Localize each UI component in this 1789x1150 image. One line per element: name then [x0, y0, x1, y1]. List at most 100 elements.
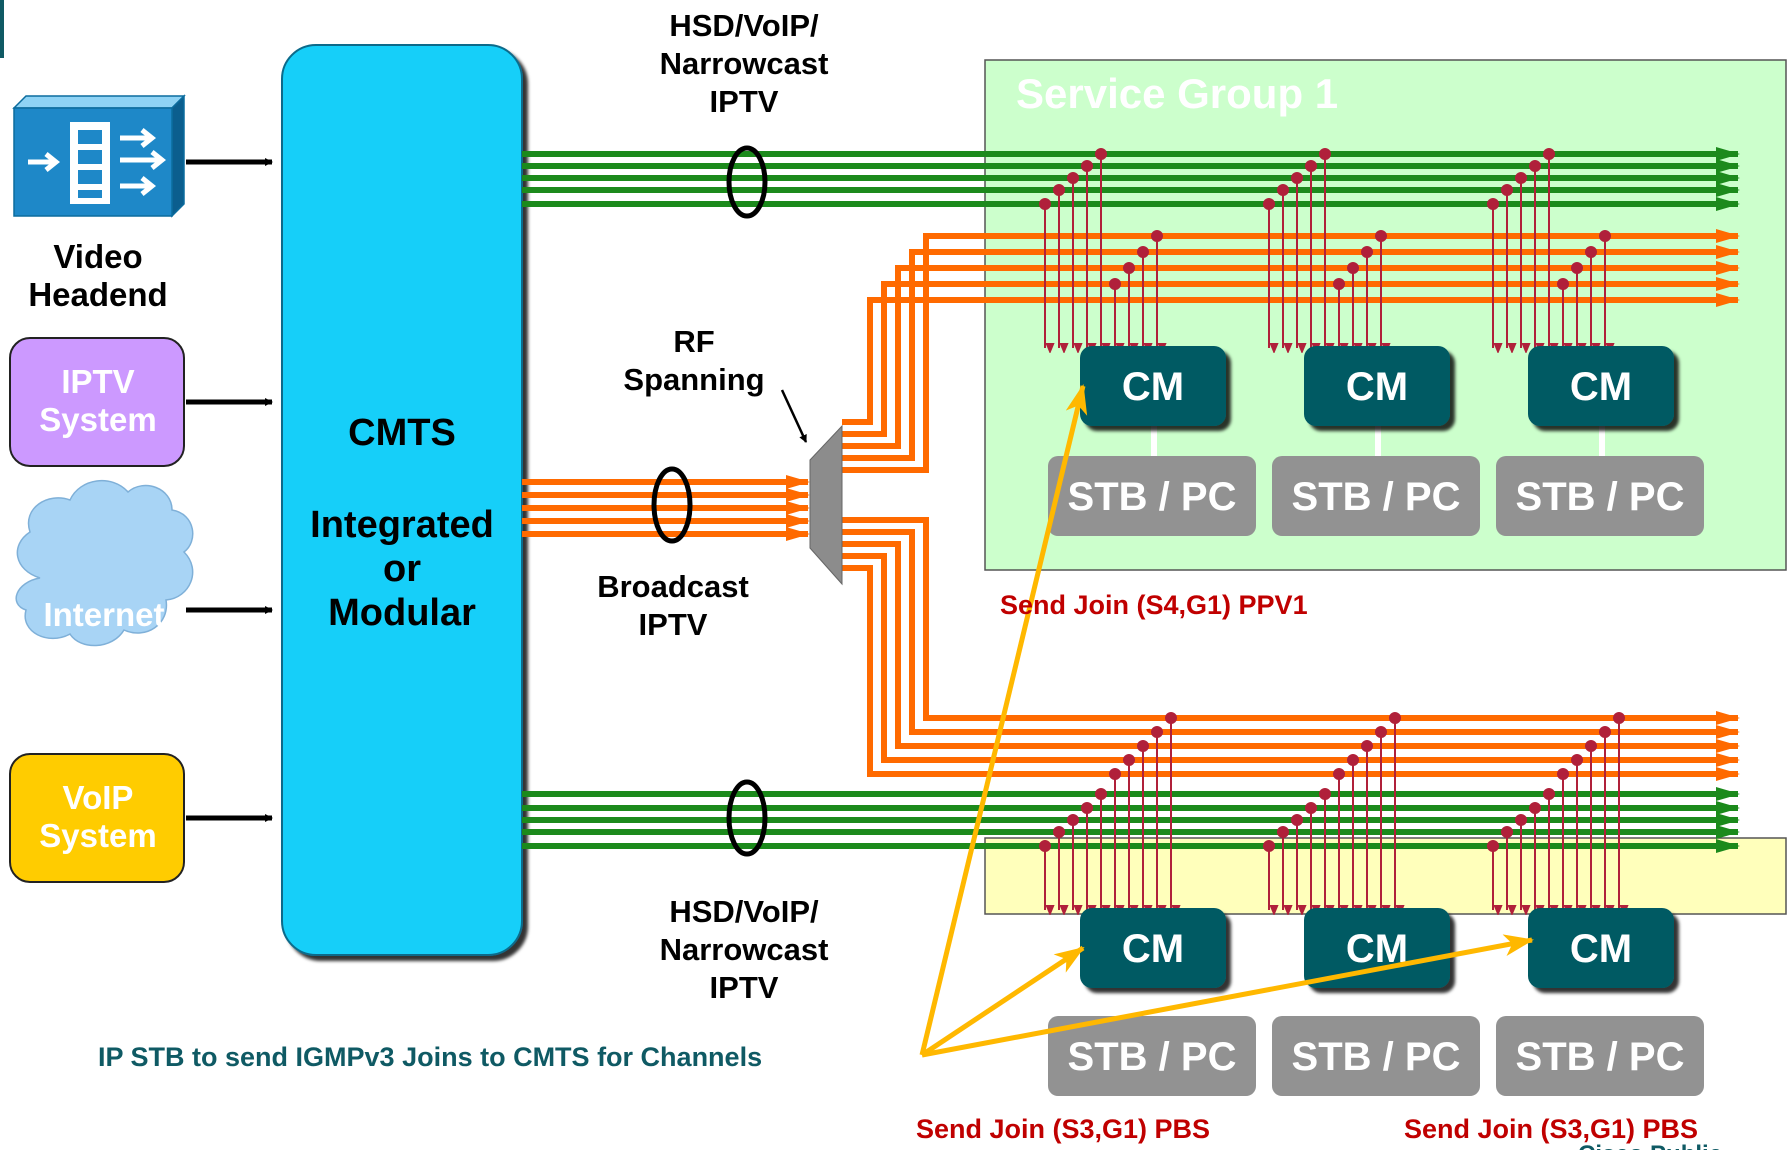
sg2-narrowcast-tap-dot [1291, 814, 1303, 826]
slide-edge-mark [0, 0, 4, 58]
sg1-narrowcast-tap-dot [1501, 184, 1513, 196]
broadcast-bundle-text-line: Broadcast [597, 569, 749, 604]
sg2-broadcast-tap-dot [1375, 726, 1387, 738]
sg1-broadcast-tap-dot [1333, 278, 1345, 290]
rf-spanning-pointer [780, 389, 808, 443]
broadcast-branch-sg1 [842, 229, 1740, 473]
join-pbs-left-label: Send Join (S3,G1) PBS [916, 1114, 1210, 1144]
stb-label: STB / PC [1292, 1035, 1461, 1079]
top-bundle-text-line: Narrowcast [660, 46, 829, 81]
iptv-system-text-line: System [39, 401, 156, 438]
cm-box [1080, 908, 1226, 988]
cm-taps [1039, 148, 1625, 910]
sg1-broadcast-tap-dot [1599, 230, 1611, 242]
stb-box [1048, 456, 1256, 536]
sg2-narrowcast-tap-dot [1515, 814, 1527, 826]
sg2-narrowcast-tap-dot [1067, 814, 1079, 826]
broadcast-branch-sg2 [842, 529, 1740, 739]
voip-system-text-line: VoIP [63, 779, 134, 816]
video-headend-icon [12, 94, 186, 218]
broadcast-branch-sg2 [842, 541, 1740, 753]
stb-label: STB / PC [1068, 1035, 1237, 1079]
sg2-narrowcast-tap-dot [1263, 840, 1275, 852]
stb-box [1272, 1016, 1480, 1096]
igmp-note: IP STB to send IGMPv3 Joins to CMTS for … [98, 1042, 762, 1072]
sg2-narrowcast-tap-dot [1053, 826, 1065, 838]
sg2-narrowcast-tap-dot [1501, 826, 1513, 838]
cmts-title: CMTS [348, 412, 456, 454]
voip-system-text-line: System [39, 817, 156, 854]
cm-box [1304, 908, 1450, 988]
sg1-narrowcast-tap-dot [1319, 148, 1331, 160]
stb-box [1496, 1016, 1704, 1096]
cm-label: CM [1122, 927, 1184, 971]
cm-label: CM [1346, 365, 1408, 409]
join-ppv1-label: Send Join (S4,G1) PPV1 [1000, 590, 1308, 620]
iptv-system-box [9, 337, 185, 467]
sg2-narrowcast-tap-dot [1319, 788, 1331, 800]
video-headend-text-line: Video [53, 238, 142, 275]
broadcast-branch-sg2 [842, 565, 1740, 781]
sg1-narrowcast-tap-dot [1039, 198, 1051, 210]
sg1-broadcast-tap-dot [1375, 230, 1387, 242]
cm-box [1528, 346, 1674, 426]
broadcast-branch-sg2 [842, 553, 1740, 767]
bottom-bundle-text-line: HSD/VoIP/ [669, 894, 819, 929]
stb-box [1048, 1016, 1256, 1096]
sg2-broadcast-tap-dot [1165, 712, 1177, 724]
sg1-narrowcast-tap-dot [1067, 172, 1079, 184]
sg1-broadcast-tap-dot [1585, 246, 1597, 258]
sg2-broadcast-tap-dot [1599, 726, 1611, 738]
internet-label: Internet [43, 596, 164, 633]
sg1-broadcast-tap-dot [1557, 278, 1569, 290]
video-headend-text-line: Headend [28, 276, 167, 313]
bottom-bundle-text-line: IPTV [710, 970, 779, 1005]
stb-label: STB / PC [1516, 475, 1685, 519]
rf-splitter-icon [809, 424, 843, 586]
cm-box [1528, 908, 1674, 988]
cmts-block [281, 44, 523, 956]
sg1-narrowcast-tap-dot [1263, 198, 1275, 210]
broadcast-branch-sg2 [842, 517, 1740, 725]
broadcast-branch-sg1 [842, 293, 1740, 425]
rf-spanning-text-line: RF [673, 324, 714, 359]
cmts-subtitle-text-line: or [383, 548, 421, 590]
sg2-broadcast-tap-dot [1333, 768, 1345, 780]
sg2-narrowcast-tap-dot [1305, 802, 1317, 814]
voip-system-box [9, 753, 185, 883]
sg1-broadcast-tap-dot [1109, 278, 1121, 290]
internet: Internet [15, 479, 194, 647]
service-group-2-panel [984, 837, 1787, 915]
sg1-narrowcast-tap-dot [1095, 148, 1107, 160]
sg2-narrowcast-tap-dot [1039, 840, 1051, 852]
internet-cloud-icon [15, 479, 194, 647]
sg2-narrowcast-tap-dot [1277, 826, 1289, 838]
join-arrows [919, 384, 1534, 1058]
broadcast-branch-sg1 [842, 261, 1740, 449]
cm-label: CM [1570, 927, 1632, 971]
footer-label: Cisco Public [1578, 1141, 1722, 1150]
sg2-narrowcast-tap-dot [1095, 788, 1107, 800]
sg2-broadcast-tap-dot [1137, 740, 1149, 752]
sg1-narrowcast-tap-dot [1305, 160, 1317, 172]
bottom-bundle-text-line: Narrowcast [660, 932, 829, 967]
sg1-narrowcast-tap-dot [1529, 160, 1541, 172]
cm-label: CM [1570, 365, 1632, 409]
bottom-bundle-ring [726, 779, 768, 857]
stb-label: STB / PC [1068, 475, 1237, 519]
cm-box [1304, 346, 1450, 426]
sg1-narrowcast-tap-dot [1277, 184, 1289, 196]
